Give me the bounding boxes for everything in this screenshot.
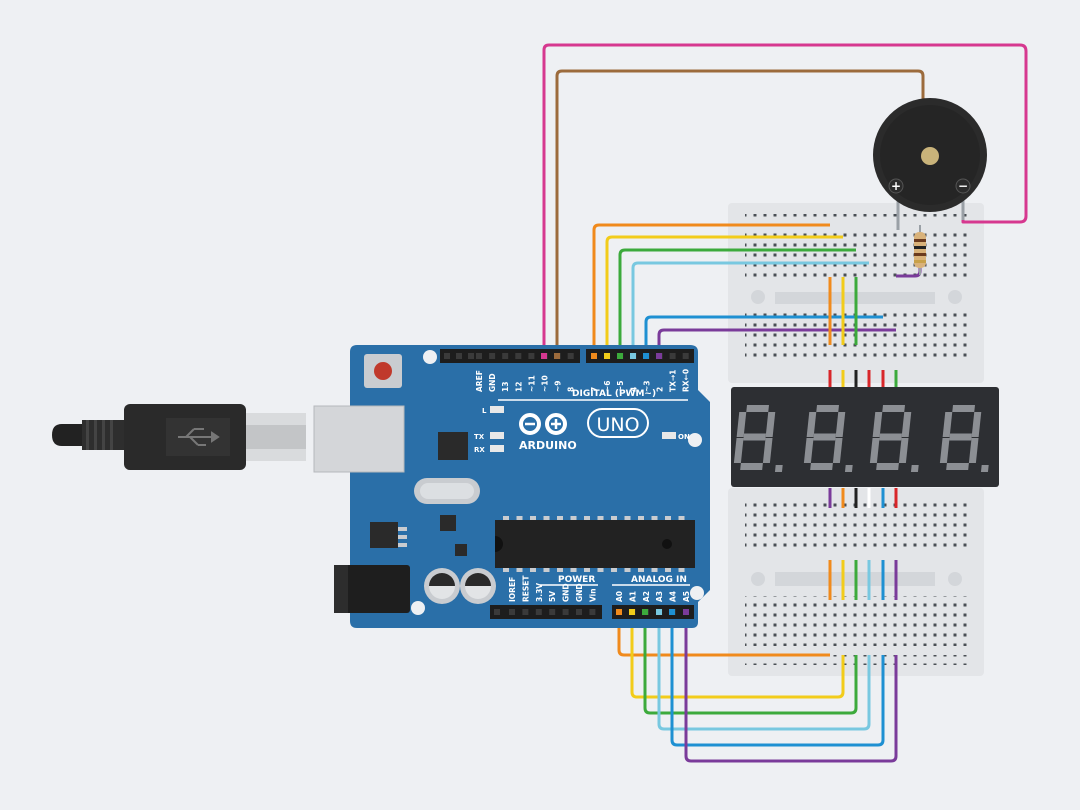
power-header[interactable]	[490, 605, 602, 619]
led-on-label: ON	[678, 433, 690, 441]
arduino-logo-icon	[519, 413, 567, 435]
wire-a2-green[interactable]	[643, 612, 858, 715]
power-pin-label: Vin	[588, 588, 597, 602]
power-pin-label: GND	[562, 583, 571, 602]
digital-header-label: DIGITAL (PWM~)	[572, 389, 656, 399]
wire-blue[interactable]	[644, 315, 883, 358]
display-digit	[733, 405, 783, 472]
wire-end	[554, 353, 560, 359]
wire-end	[656, 609, 662, 615]
power-header-label: POWER	[558, 575, 595, 585]
analog-pin-label: A4	[669, 591, 678, 602]
wire-end	[642, 609, 648, 615]
analog-pin-label: A2	[642, 591, 651, 602]
power-pin-label: GND	[575, 583, 584, 602]
wire-end	[617, 353, 623, 359]
digital-pin-label: ~6	[603, 380, 612, 392]
wire-a0-orange[interactable]	[617, 612, 830, 657]
led-l-label: L	[482, 407, 487, 415]
wire-end	[616, 609, 622, 615]
resistor[interactable]	[914, 225, 926, 275]
wire-end	[656, 353, 662, 359]
analog-pin-label: A1	[628, 591, 637, 602]
display-digit	[869, 405, 919, 472]
wire-end	[541, 353, 547, 359]
arduino-uno[interactable]: AREF GND 13 12 ~11 ~10 ~9 8 7 ~6 ~5 4 ~3 2 TX→1 RX←0 DI…	[313, 345, 710, 628]
usb-port[interactable]	[314, 406, 404, 472]
reset-button[interactable]	[374, 362, 392, 380]
dc-power-jack[interactable]	[334, 565, 410, 613]
buzzer-plus-label: +	[891, 179, 901, 193]
analog-pin-label: A3	[655, 591, 664, 602]
led-tx	[490, 432, 504, 439]
power-pin-label: IOREF	[508, 577, 517, 602]
digital-pin-label: ~5	[616, 380, 625, 392]
wire-lightblue[interactable]	[631, 261, 869, 358]
analog-pin-label: A5	[682, 591, 691, 602]
power-pin-label: 5V	[548, 591, 557, 602]
wire-end	[604, 353, 610, 359]
digital-pin-label: 7	[590, 387, 599, 392]
led-on	[662, 432, 676, 439]
wire-end	[669, 609, 675, 615]
digital-pin-label: RX←0	[682, 369, 691, 392]
digital-pin-label: AREF	[475, 370, 484, 392]
power-pin-label: 3.3V	[535, 583, 544, 602]
digital-pin-label: ~10	[541, 375, 550, 392]
wire-end	[591, 353, 597, 359]
buzzer-center	[921, 147, 939, 165]
digital-pin-label: 12	[514, 382, 523, 392]
analog-header[interactable]	[612, 605, 694, 619]
usb-icon	[178, 428, 220, 446]
brand-label: ARDUINO	[519, 439, 577, 452]
led-tx-label: TX	[474, 433, 485, 441]
digital-header[interactable]	[440, 349, 580, 363]
digital-pin-label: ~11	[527, 375, 536, 392]
wire-a3-lightblue[interactable]	[657, 612, 871, 731]
buzzer-minus-label: −	[958, 179, 968, 193]
display-digit	[939, 405, 989, 472]
digital-pin-label: 2	[656, 387, 665, 392]
wire-yellow[interactable]	[605, 235, 843, 358]
display-digit	[803, 405, 853, 472]
wire-a5-purple[interactable]	[684, 612, 898, 763]
wire-end	[643, 353, 649, 359]
digital-pin-label: 8	[567, 387, 576, 392]
digital-pin-label: TX→1	[669, 370, 678, 392]
piezo-buzzer[interactable]: + −	[873, 98, 987, 230]
wire-pink[interactable]	[542, 43, 1028, 358]
digital-pin-label: 4	[629, 387, 638, 392]
led-l	[490, 406, 504, 413]
power-pin-label: RESET	[521, 575, 530, 602]
wires-top[interactable]	[542, 43, 1028, 388]
led-rx-label: RX	[474, 446, 485, 454]
wire-a1-yellow[interactable]	[630, 612, 845, 699]
model-label: UNO	[596, 414, 639, 436]
digital-pin-label: 13	[501, 382, 510, 392]
seven-segment-display[interactable]	[731, 387, 999, 487]
wire-brown[interactable]	[555, 69, 925, 358]
digital-pin-label: ~9	[554, 380, 563, 392]
digital-pin-label: GND	[488, 373, 497, 392]
atmega-chip	[495, 520, 695, 568]
wire-a4-blue[interactable]	[670, 612, 885, 747]
wire-purple[interactable]	[657, 328, 896, 358]
wire-green[interactable]	[618, 248, 856, 358]
usb-cable[interactable]	[52, 404, 306, 470]
wire-end	[629, 609, 635, 615]
wires-bottom[interactable]	[617, 488, 898, 763]
digital-pin-label: ~3	[642, 380, 651, 392]
led-rx	[490, 445, 504, 452]
wire-end	[683, 609, 689, 615]
analog-header-label: ANALOG IN	[631, 575, 687, 585]
wire-orange[interactable]	[592, 223, 830, 358]
wire-end	[630, 353, 636, 359]
analog-pin-label: A0	[615, 591, 624, 602]
